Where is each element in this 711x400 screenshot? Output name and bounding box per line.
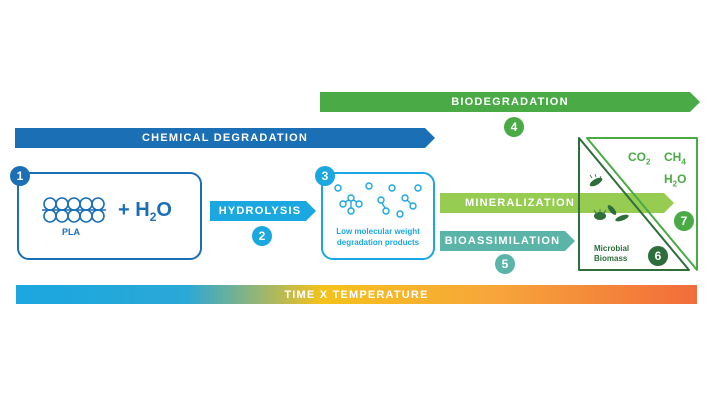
pla-label: PLA <box>62 227 80 237</box>
h2o-o: O <box>677 172 687 186</box>
h2o-h: H <box>664 172 673 186</box>
mineralization-arrow <box>440 193 674 213</box>
co2-text: CO <box>628 150 646 164</box>
h2o-sub: 2 <box>672 179 678 189</box>
biodegradation-label: BIODEGRADATION <box>451 96 569 108</box>
ch4-sub: 4 <box>681 157 686 167</box>
step-1-badge: 1 <box>10 166 30 186</box>
hydrolysis-arrow <box>210 201 316 221</box>
water-o: O <box>156 199 172 221</box>
pla-polymer-chain-icon <box>42 197 106 223</box>
molecules-icon <box>334 182 422 218</box>
ch4-text: CH <box>664 150 682 164</box>
biomass-line2: Biomass <box>594 254 628 263</box>
step-4-badge: 4 <box>504 117 524 137</box>
time-temperature-label: TIME X TEMPERATURE <box>284 289 429 301</box>
step-2-badge: 2 <box>252 226 272 246</box>
water-subscript: 2 <box>149 210 157 224</box>
mineralization-label: MINERALIZATION <box>464 197 576 209</box>
bioassimilation-label: BIOASSIMILATION <box>444 235 561 247</box>
co2-sub: 2 <box>646 157 651 167</box>
degradation-products-line1: Low molecular weight <box>336 227 420 236</box>
time-temperature-bar <box>16 285 697 304</box>
step-7-badge: 7 <box>674 211 694 231</box>
biomass-line1: Microbial <box>594 244 630 253</box>
hydrolysis-label: HYDROLYSIS <box>218 205 302 217</box>
water-formula: + H2O <box>118 199 172 224</box>
degradation-products-box <box>321 172 435 260</box>
microbial-biomass-label: Microbial Biomass <box>594 244 629 264</box>
microbes-icon <box>589 173 629 222</box>
co2-formula: CO2 <box>628 150 650 166</box>
degradation-products-label: Low molecular weight degradation product… <box>321 226 435 248</box>
chemical-degradation-arrow <box>15 128 435 148</box>
h2o-formula: H2O <box>664 172 686 188</box>
biodegradation-arrow <box>320 92 700 112</box>
chemical-degradation-label: CHEMICAL DEGRADATION <box>142 132 308 144</box>
step-3-badge: 3 <box>315 166 335 186</box>
step-5-badge: 5 <box>495 254 515 274</box>
degradation-products-line2: degradation products <box>336 238 420 247</box>
step-6-badge: 6 <box>648 246 668 266</box>
ch4-formula: CH4 <box>664 150 686 166</box>
pla-water-box <box>17 172 202 260</box>
plus-h: + H <box>118 199 150 221</box>
bioassimilation-arrow <box>440 231 575 251</box>
outcomes-triangles <box>578 137 698 271</box>
